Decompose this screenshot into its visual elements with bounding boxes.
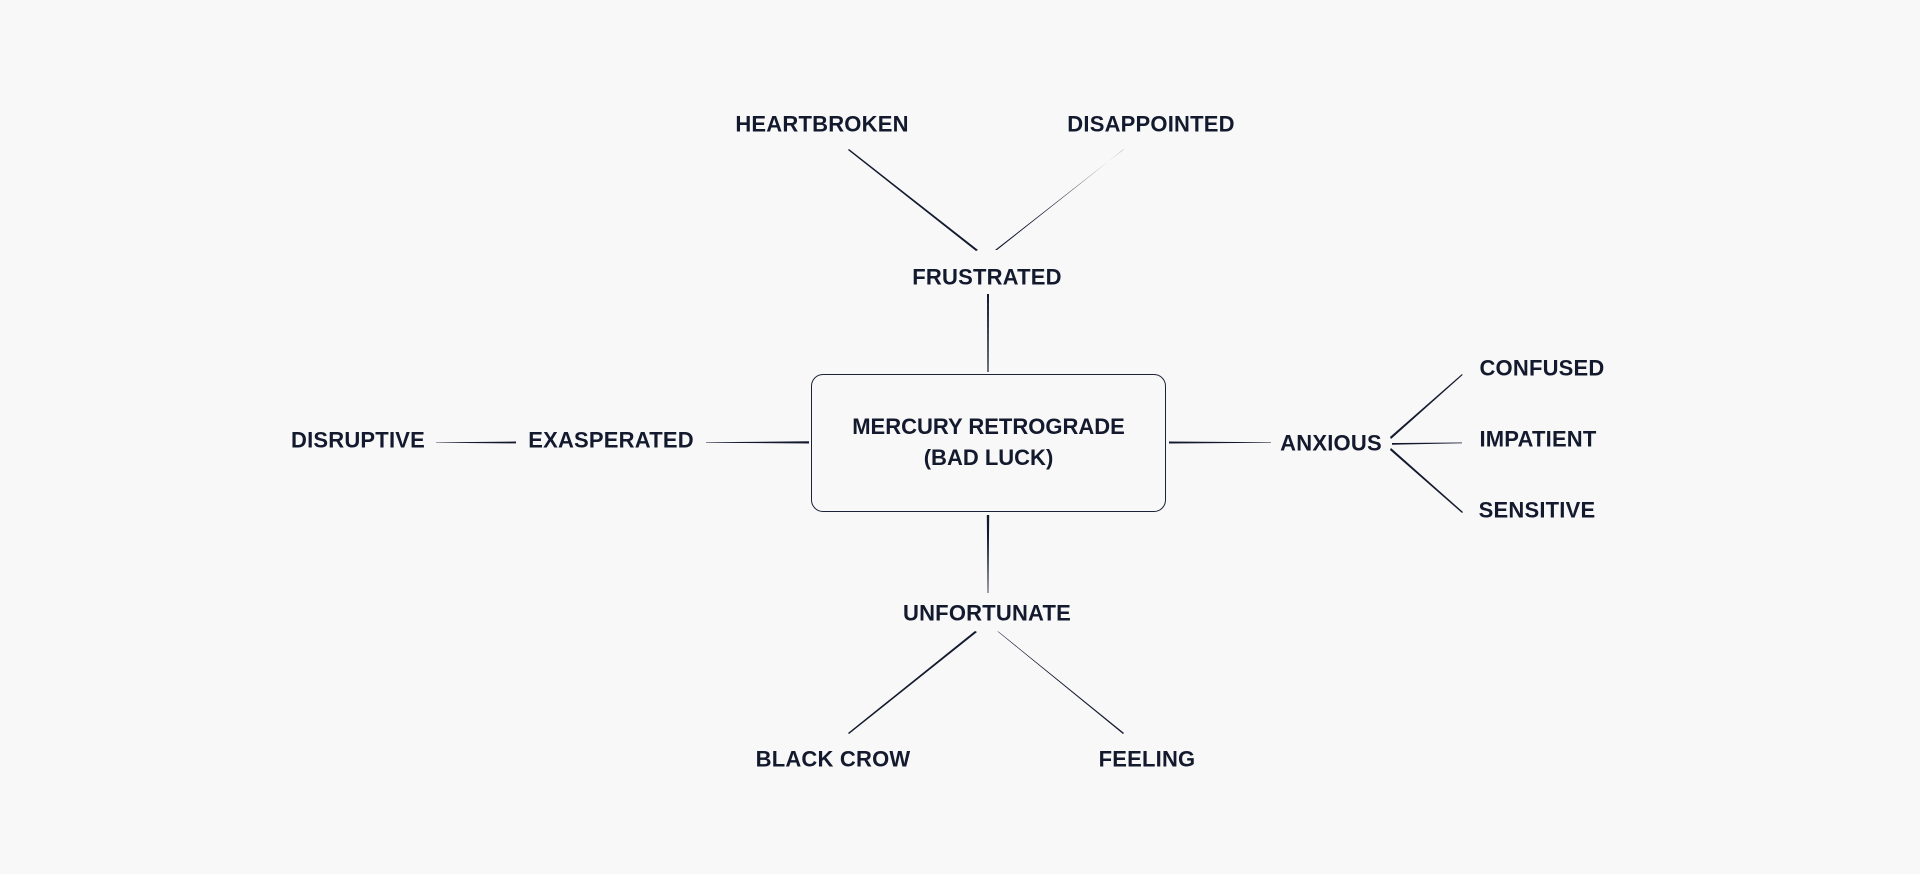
- node-impatient: IMPATIENT: [1479, 426, 1597, 452]
- connector-center-exasperated: [706, 441, 809, 444]
- connector-frustrated-disappointed: [995, 149, 1124, 250]
- central-node: MERCURY RETROGRADE (BAD LUCK): [811, 374, 1166, 512]
- connector-exasperated-disruptive: [436, 441, 516, 444]
- central-node-line2: (BAD LUCK): [923, 445, 1054, 470]
- node-confused: CONFUSED: [1479, 355, 1605, 381]
- node-unfortunate: UNFORTUNATE: [903, 600, 1071, 626]
- connector-frustrated-heartbroken: [848, 149, 978, 251]
- connector-unfortunate-blackcrow: [848, 631, 977, 734]
- connector-unfortunate-feeling: [997, 631, 1124, 734]
- node-disappointed: DISAPPOINTED: [1067, 111, 1235, 137]
- node-anxious: ANXIOUS: [1280, 430, 1382, 456]
- connector-center-unfortunate: [986, 515, 990, 593]
- node-heartbroken: HEARTBROKEN: [735, 111, 909, 137]
- node-black-crow: BLACK CROW: [755, 746, 911, 772]
- central-node-line1: MERCURY RETROGRADE: [852, 414, 1125, 440]
- connector-anxious-impatient: [1392, 442, 1462, 445]
- node-sensitive: SENSITIVE: [1478, 497, 1596, 523]
- node-frustrated: FRUSTRATED: [912, 264, 1062, 290]
- connector-center-anxious: [1169, 441, 1271, 444]
- node-exasperated: EXASPERATED: [528, 427, 694, 453]
- node-feeling: FEELING: [1098, 746, 1196, 772]
- node-disruptive: DISRUPTIVE: [290, 427, 426, 453]
- connector-anxious-sensitive: [1390, 448, 1463, 513]
- connector-anxious-confused: [1390, 374, 1463, 439]
- connector-center-frustrated: [987, 294, 989, 372]
